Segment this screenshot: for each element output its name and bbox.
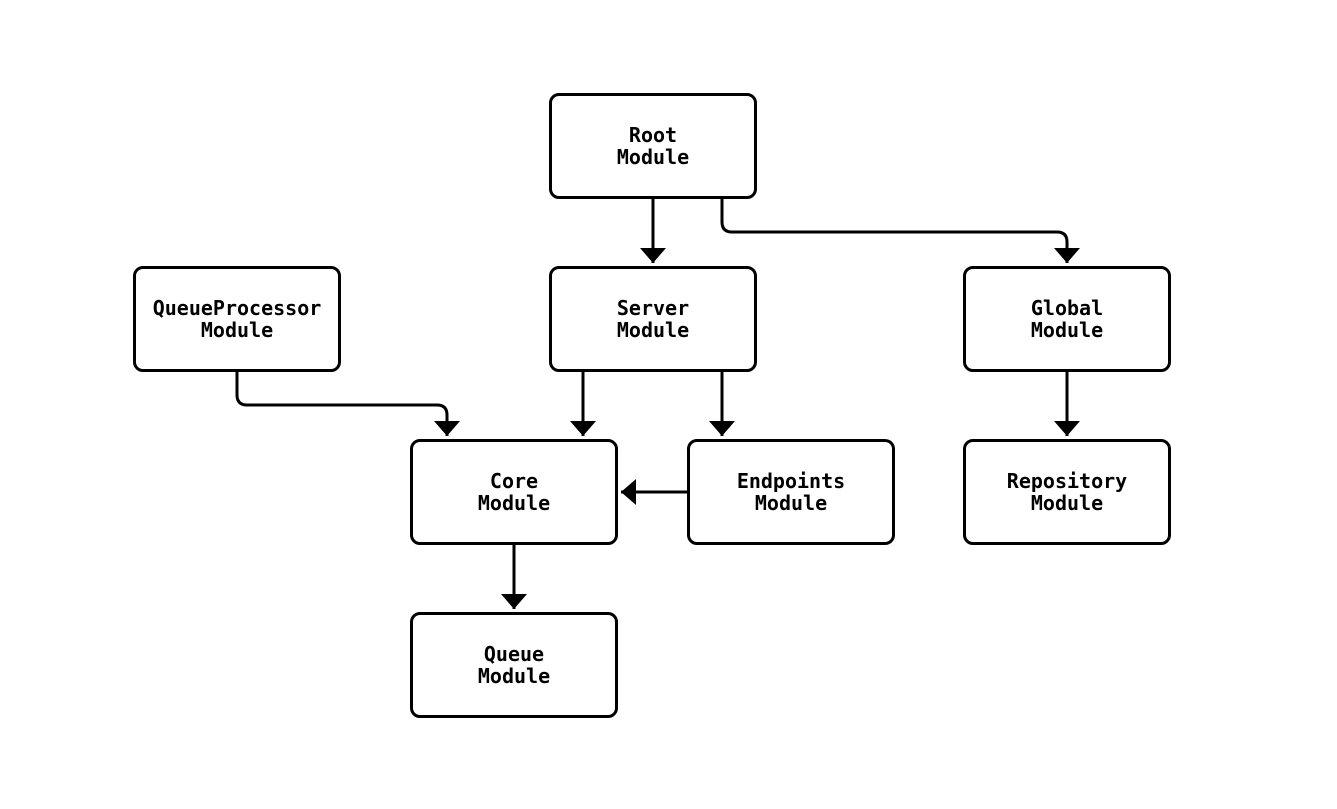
node-server-module-label: Server Module	[616, 296, 690, 342]
node-repository-module-label: Repository Module	[1006, 469, 1128, 515]
node-core-module: Core Module	[410, 439, 618, 545]
node-endpoints-module: Endpoints Module	[687, 439, 895, 545]
node-queue-module-label: Queue Module	[477, 642, 551, 688]
node-queueprocessor-module-label: QueueProcessor Module	[152, 296, 322, 342]
node-root-module: Root Module	[549, 93, 757, 199]
node-queueprocessor-module: QueueProcessor Module	[133, 266, 341, 372]
node-root-module-label: Root Module	[616, 123, 690, 169]
edge-root-to-global	[720, 199, 1080, 263]
edge-queueprocessor-to-core	[235, 372, 460, 436]
node-global-module: Global Module	[963, 266, 1171, 372]
node-core-module-label: Core Module	[477, 469, 551, 515]
node-server-module: Server Module	[549, 266, 757, 372]
node-endpoints-module-label: Endpoints Module	[736, 469, 846, 515]
node-global-module-label: Global Module	[1030, 296, 1104, 342]
node-repository-module: Repository Module	[963, 439, 1171, 545]
node-queue-module: Queue Module	[410, 612, 618, 718]
